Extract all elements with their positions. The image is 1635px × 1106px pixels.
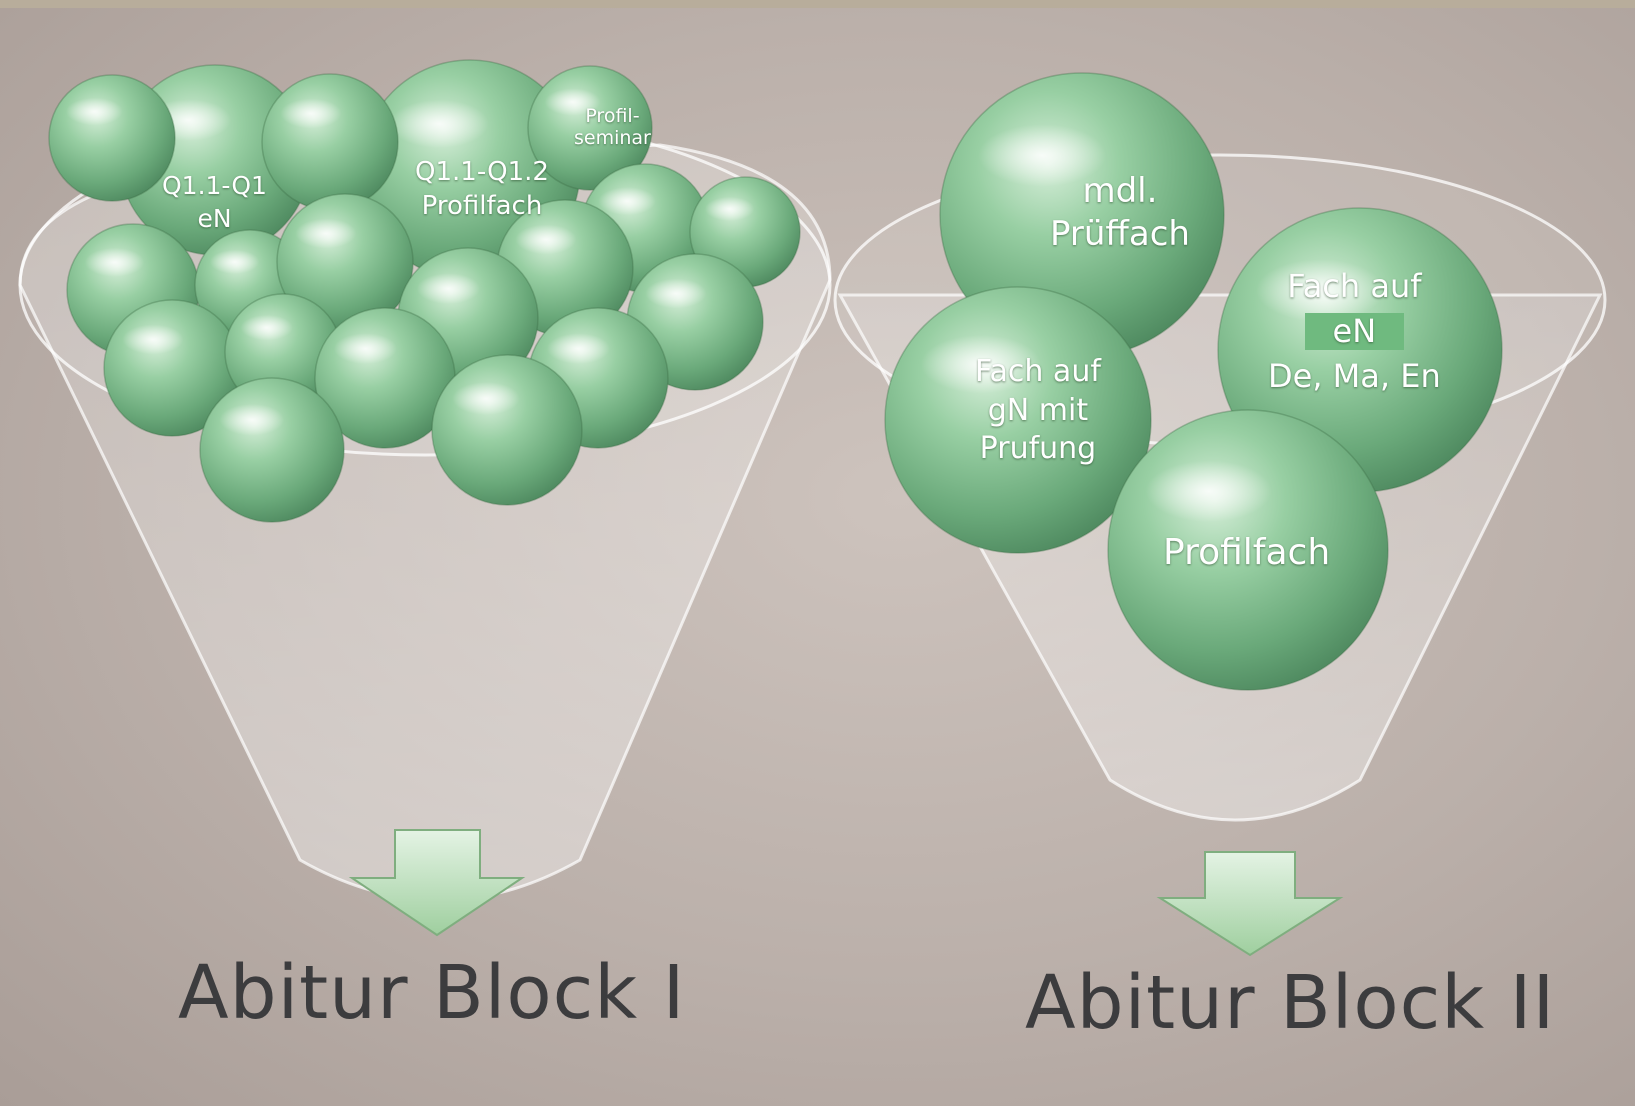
sphere-ball	[431, 354, 583, 506]
sphere-ball	[199, 377, 345, 523]
ball-label-line: eN	[197, 203, 232, 233]
ball-label-line: Profilfach	[421, 190, 543, 221]
ball-label-profilfach: Profilfach	[1163, 532, 1330, 573]
ball-label-line: Fach auf	[1287, 267, 1422, 305]
sphere-ball	[103, 299, 241, 437]
ball-label-line: seminar	[574, 126, 651, 149]
ball-label-line: mdl.	[1082, 171, 1158, 211]
ball-label-line: Fach auf	[975, 354, 1101, 389]
sphere-ball	[939, 72, 1225, 358]
ball-label-line: gN mit	[987, 392, 1089, 428]
sphere-ball	[314, 307, 456, 449]
ball-label-q1-profilfach: Q1.1-Q1.2 Profilfach	[415, 157, 549, 222]
sphere-ball	[1107, 409, 1389, 691]
ball-label-fach-en: Fach auf eN De, Ma, En	[1268, 268, 1441, 394]
left-ball-pile	[48, 59, 801, 523]
en-highlight-badge: eN	[1304, 312, 1405, 350]
ball-label-fach-gn: Fach auf gN mit Prufung	[975, 354, 1101, 467]
sphere-ball	[527, 65, 653, 191]
ball-label-q1-en: Q1.1-Q1 eN	[162, 171, 267, 234]
right-ball-group	[884, 72, 1503, 691]
ball-label-line: Profilfach	[1163, 532, 1331, 573]
down-arrow-icon	[1156, 851, 1344, 957]
ball-label-muendlich: mdl. Prüffach	[1050, 171, 1190, 255]
ball-label-profilseminar: Profil- seminar	[574, 105, 651, 150]
block-title-1: Abitur Block I	[178, 950, 686, 1036]
ball-label-line: Prüffach	[1050, 214, 1190, 255]
ball-label-line: Prufung	[979, 431, 1097, 466]
ball-label-line: De, Ma, En	[1268, 356, 1441, 395]
ball-label-line: Profil-	[585, 105, 640, 127]
sphere-ball	[48, 74, 176, 202]
top-border-strip	[0, 0, 1635, 8]
down-arrow-icon	[348, 829, 526, 937]
ball-label-line: Q1.1-Q1.2	[415, 157, 549, 187]
block-title-2: Abitur Block II	[1025, 960, 1556, 1046]
sphere-ball	[884, 286, 1152, 554]
ball-label-line: Q1.1-Q1	[162, 171, 267, 200]
sphere-ball	[276, 193, 414, 331]
sphere-ball	[261, 73, 399, 211]
